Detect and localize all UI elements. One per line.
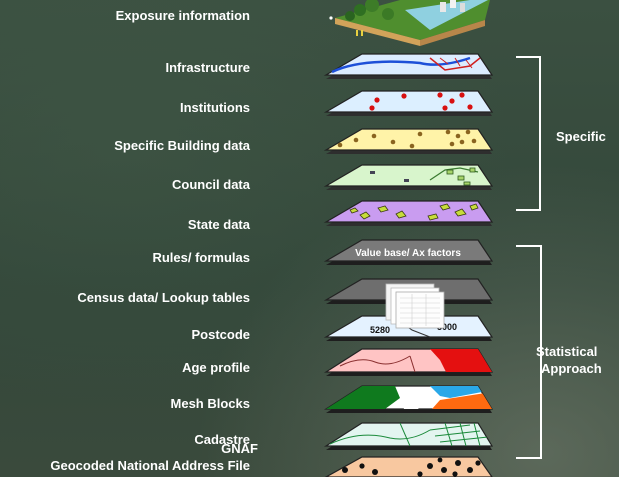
group-label-specific: Specific (556, 129, 606, 144)
layer-indicator-dots (329, 16, 333, 20)
layer-state (323, 200, 494, 226)
layer-institutions (323, 90, 494, 116)
label-infrastructure: Infrastructure (165, 60, 250, 75)
label-cadastre: Cadastre (194, 432, 250, 447)
layer-gnaf (324, 456, 493, 477)
lookup-tables-overlay (385, 283, 445, 329)
layer-infrastructure (323, 53, 494, 79)
label-geocoded-national-address-file: Geocoded National Address File (50, 458, 250, 473)
layer-cadastre (323, 422, 494, 450)
postcode-5280-text: 5280 (370, 325, 390, 335)
group-label-statistical: Statistical (536, 344, 598, 359)
layer-rules-formulas: Value base/ Ax factors (323, 239, 494, 265)
label-rules-formulas: Rules/ formulas (152, 250, 250, 265)
bracket-specific (516, 56, 541, 211)
label-institutions: Institutions (179, 100, 250, 115)
layer-mesh-blocks (323, 385, 494, 413)
rules-overlay-text: Value base/ Ax factors (355, 248, 461, 259)
label-specific-building-data: Specific Building data (114, 138, 250, 153)
label-exposure-information: Exposure information (115, 8, 250, 23)
label-postcode: Postcode (191, 327, 250, 342)
label-mesh-blocks: Mesh Blocks (170, 396, 250, 411)
bracket-statistical (516, 245, 542, 459)
exposure-block (335, 0, 490, 46)
label-council-data: Council data (171, 177, 250, 192)
layer-specific-building (323, 128, 494, 154)
label-census-data: Census data/ Lookup tables (77, 290, 250, 305)
layer-council (323, 164, 494, 190)
group-label-approach: Approach (541, 361, 602, 376)
label-gnaf: GNAF (221, 441, 258, 456)
layer-age-profile (323, 348, 494, 376)
postcode-5000-text: 5000 (437, 322, 457, 332)
label-state-data: State data (187, 217, 250, 232)
label-age-profile: Age profile (182, 360, 250, 375)
